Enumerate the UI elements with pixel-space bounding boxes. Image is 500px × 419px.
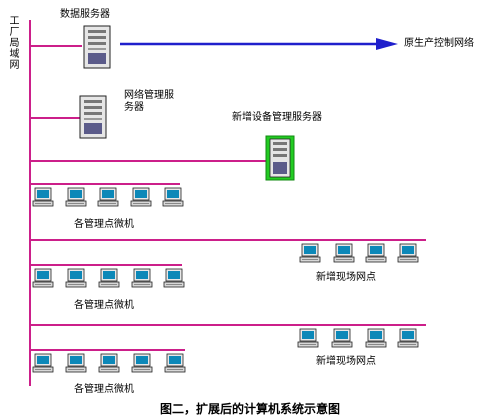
original-network-label: 原生产控制网络: [404, 38, 474, 49]
new-site-label-1: 新增现场网点: [316, 272, 376, 283]
new-device-server-icon: [265, 135, 295, 181]
workstation-group-1: [32, 187, 184, 207]
workstation-group-2: [32, 268, 185, 288]
figure-caption: 图二，扩展后的计算机系统示意图: [159, 402, 340, 416]
workstation-group-3: [32, 353, 186, 373]
data-server-label: 数据服务器: [60, 9, 110, 20]
new-device-server-label: 新增设备管理服务器: [232, 112, 322, 123]
network-mgmt-server-label-2: 务器: [124, 102, 144, 113]
network-mgmt-server-icon: [79, 95, 107, 139]
new-site-label-2: 新增现场网点: [316, 356, 376, 367]
workstations-label-2: 各管理点微机: [74, 300, 134, 311]
workstations-label-3: 各管理点微机: [74, 384, 134, 395]
workstations-label-1: 各管理点微机: [74, 219, 134, 230]
backbone-label: 工厂局域网: [9, 16, 20, 71]
network-mgmt-server-label-1: 网络管理服: [124, 90, 174, 101]
arrow-head: [376, 38, 398, 50]
new-site-group-2: [297, 328, 419, 348]
new-site-group-1: [299, 243, 419, 263]
data-server-icon: [83, 25, 111, 69]
